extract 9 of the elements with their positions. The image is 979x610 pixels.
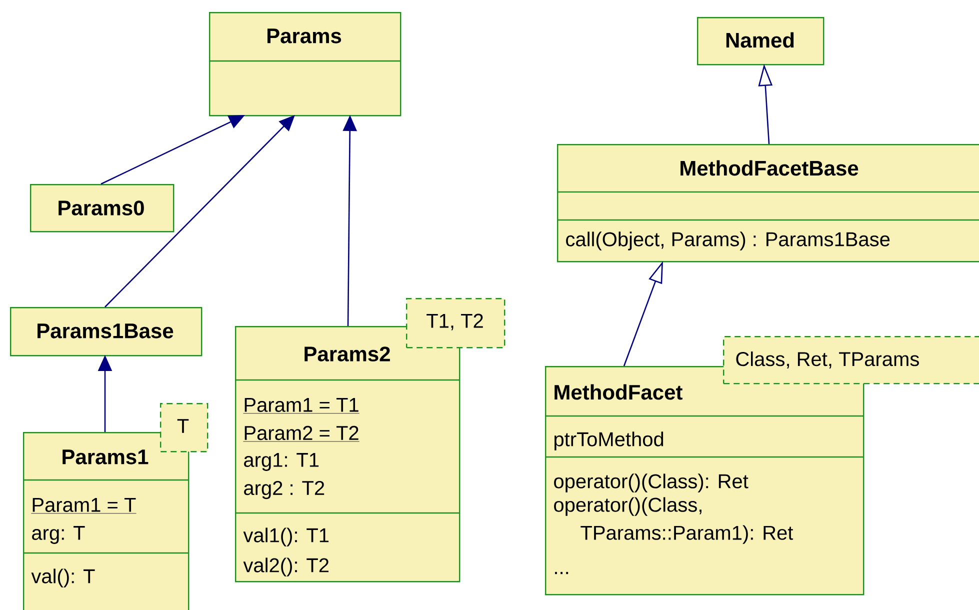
class-box: Params xyxy=(209,12,402,116)
template-parameter-box: T1, T2 xyxy=(406,298,506,348)
class-box: MethodFacetBase call(Object, Params) : Params1Base xyxy=(557,144,979,262)
class-box: Params1 Param1 = T arg: T val(): T xyxy=(23,432,190,610)
template-parameter-box: T xyxy=(160,403,208,452)
class-box: Params0 xyxy=(30,184,174,232)
template-parameter-box: Class, Ret, TParams xyxy=(723,336,979,384)
class-box: Params1Base xyxy=(10,307,202,356)
class-box: Named xyxy=(697,17,824,66)
